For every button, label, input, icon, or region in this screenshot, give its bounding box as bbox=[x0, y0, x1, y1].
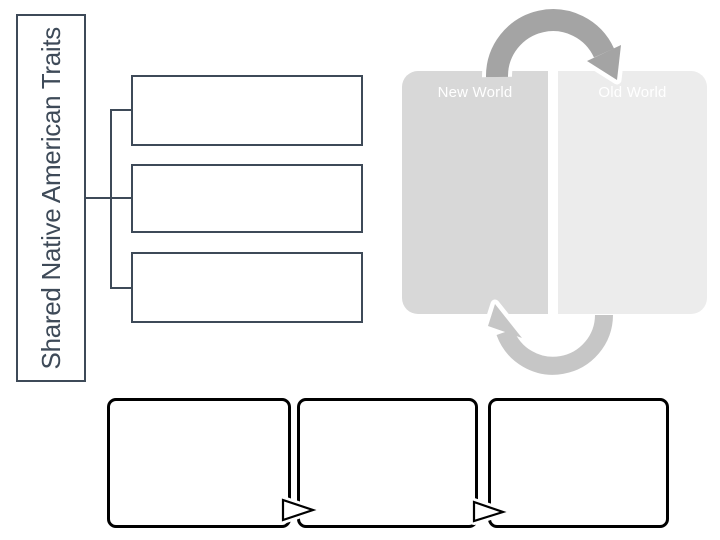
title-box: Shared Native American Traits bbox=[16, 14, 86, 382]
trait-box-1[interactable] bbox=[131, 75, 363, 146]
page-title: Shared Native American Traits bbox=[36, 26, 66, 370]
connector-line bbox=[110, 109, 131, 111]
connector-line bbox=[110, 109, 112, 289]
trait-box-3[interactable] bbox=[131, 252, 363, 323]
new-world-panel[interactable]: New World bbox=[402, 71, 548, 314]
process-box-1[interactable] bbox=[107, 398, 291, 528]
trait-box-2[interactable] bbox=[131, 164, 363, 233]
old-world-panel[interactable]: Old World bbox=[558, 71, 707, 314]
connector-line bbox=[86, 197, 131, 199]
old-world-label: Old World bbox=[598, 84, 667, 101]
process-box-2[interactable] bbox=[297, 398, 478, 528]
process-box-3[interactable] bbox=[488, 398, 669, 528]
new-world-label: New World bbox=[437, 84, 513, 101]
connector-line bbox=[110, 287, 131, 289]
